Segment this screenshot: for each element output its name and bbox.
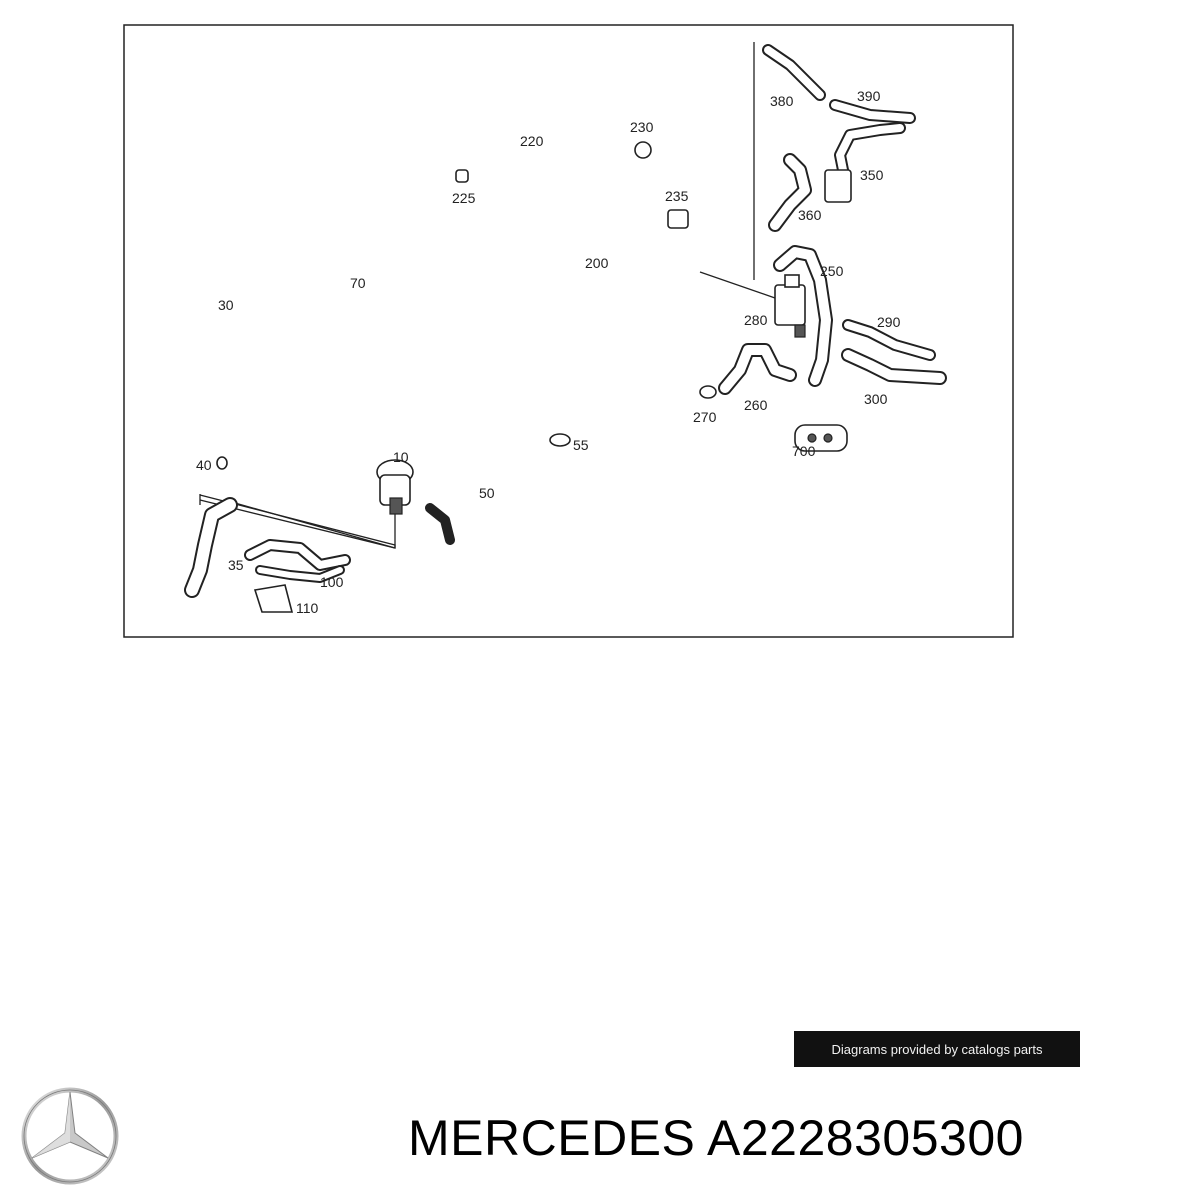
hose-220 [301,146,694,274]
brand-part-heading: MERCEDES A2228305300 [408,1108,1188,1168]
clamp-270 [699,385,717,399]
callout-290: 290 [877,314,901,330]
clip-230 [634,141,652,159]
grommet-700 [794,424,848,452]
callout-280: 280 [744,312,768,328]
callout-230: 230 [630,119,654,135]
clip-235 [667,209,689,229]
valve-350 [824,169,852,203]
valve-280 [774,274,806,338]
diagram-credit-text: Diagrams provided by catalogs parts [831,1041,1043,1057]
hose-390 [829,99,916,186]
leader-280 [699,271,776,299]
callout-10: 10 [393,449,409,465]
pump-10 [376,459,414,515]
parts-diagram: 10 30 35 40 50 55 70 100 110 200 220 225… [123,24,1014,638]
callout-50: 50 [479,485,495,501]
hose-30 [228,202,296,504]
callout-100: 100 [320,574,344,590]
callout-235: 235 [665,188,689,204]
callout-30: 30 [218,297,234,313]
callout-250: 250 [820,263,844,279]
bracket-110 [253,584,294,613]
hose-260 [718,343,797,395]
hose-70 [346,181,434,494]
callout-40: 40 [196,457,212,473]
hose-380 [762,44,826,101]
callout-390: 390 [857,88,881,104]
hose-360 [768,153,812,232]
hose-300 [841,348,947,385]
callout-55: 55 [573,437,589,453]
callout-70: 70 [350,275,366,291]
callout-350: 350 [860,167,884,183]
clip-40 [216,456,228,470]
callout-380: 380 [770,93,794,109]
callout-700: 700 [792,443,816,459]
diagram-credit-banner: Diagrams provided by catalogs parts [794,1031,1080,1067]
bracket-line-c [234,502,396,549]
callout-200: 200 [585,255,609,271]
hose-lower-left [184,497,238,598]
hose-50 [425,418,552,572]
callout-110: 110 [296,600,319,616]
hose-100 [244,539,351,583]
hose-290 [842,319,936,361]
callout-300: 300 [864,391,888,407]
callout-270: 270 [693,409,717,425]
callout-360: 360 [798,207,822,223]
clip-225 [455,169,469,183]
hose-250 [773,245,833,387]
callout-225: 225 [452,190,476,206]
callout-35: 35 [228,557,244,573]
brand-name: MERCEDES [408,1110,696,1166]
hose-200 [411,208,679,304]
mercedes-star-icon [21,1087,119,1185]
callout-260: 260 [744,397,768,413]
part-number: A2228305300 [707,1110,1024,1166]
callout-220: 220 [520,133,544,149]
clip-55 [549,433,571,447]
